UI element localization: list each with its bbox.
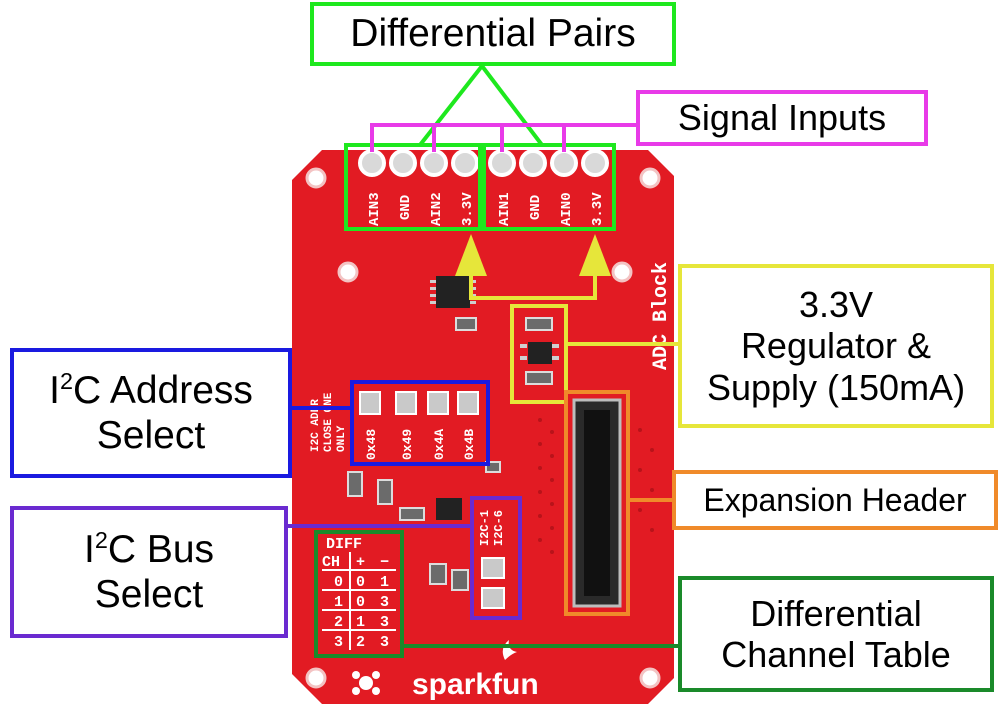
power-arrow-icon — [579, 234, 611, 276]
expansion-header-text: Expansion Header — [703, 481, 967, 518]
pcb-board: AIN3 GND AIN2 3.3V AIN1 GND AIN0 3.3V — [292, 149, 674, 704]
signal-inputs-label: Signal Inputs — [636, 90, 928, 146]
diff-table-cell: 2 — [356, 634, 365, 651]
regulator-text-line: Regulator & — [740, 325, 932, 367]
diff-table-cell: 0 — [334, 574, 343, 591]
regulator-text-line: Supply (150mA) — [706, 366, 966, 408]
regulator-label: 3.3V Regulator & Supply (150mA) — [678, 264, 994, 428]
diff-table-header: − — [380, 554, 389, 571]
diff-table-cell: 0 — [356, 594, 365, 611]
diff-table-text-line: Differential — [750, 592, 922, 634]
addr-silk-text: CLOSE ONE — [323, 392, 335, 452]
differential-pairs-label: Differential Pairs — [310, 2, 676, 66]
differential-pairs-text: Differential Pairs — [350, 11, 636, 55]
i2c-address-text-line: I2C Address — [49, 368, 253, 414]
differential-pairs-callout — [344, 64, 616, 231]
diff-table-callout — [314, 530, 678, 658]
i2c-bus-text-line: I2C Bus — [84, 527, 214, 573]
diff-table-cell: 3 — [334, 634, 343, 651]
addr-silk-text: I2C ADDR — [310, 399, 322, 452]
i2c-address-callout — [292, 380, 490, 466]
pin-label: GND — [528, 195, 544, 220]
diff-table-cell: 2 — [334, 614, 343, 631]
i2c-address-sup: 2 — [59, 367, 73, 394]
pin-label: 3.3V — [590, 192, 606, 226]
bus-jumper-label: I2C-6 — [492, 510, 506, 546]
pin-label: GND — [398, 195, 414, 220]
i2c-address-rest: C Address — [72, 368, 253, 412]
i2c-bus-prefix: I — [83, 527, 95, 571]
regulator-parts — [520, 317, 559, 385]
addr-jumper-label: 0x4A — [432, 429, 447, 460]
pin-label: AIN0 — [559, 192, 575, 226]
i2c-address-label: I2C Address Select — [10, 348, 292, 478]
signal-inputs-text: Signal Inputs — [677, 97, 887, 139]
diff-table-label: Differential Channel Table — [678, 576, 994, 692]
i2c-bus-sup: 2 — [94, 526, 108, 553]
brand-text: sparkfun — [412, 668, 539, 701]
expansion-header-label: Expansion Header — [672, 470, 998, 530]
diff-table-cell: 3 — [380, 614, 389, 631]
regulator-text-line: 3.3V — [798, 283, 874, 325]
diff-table-cell: 1 — [334, 594, 343, 611]
pin-label: AIN3 — [367, 192, 383, 226]
regulator-callout — [469, 270, 678, 404]
addr-silk-text: ONLY — [336, 425, 348, 452]
pin-label: 3.3V — [460, 192, 476, 226]
i2c-address-prefix: I — [49, 368, 60, 412]
addr-jumper-label: 0x49 — [400, 429, 415, 460]
i2c-bus-text-line: Select — [94, 572, 204, 616]
pin-label: AIN1 — [497, 192, 513, 226]
expansion-connector — [572, 398, 622, 608]
i2c-bus-rest: C Bus — [107, 527, 215, 571]
i2c-address-text-line: Select — [96, 413, 206, 457]
diff-table-header: CH — [322, 554, 340, 571]
power-arrow-icon — [455, 234, 487, 276]
sparkfun-flame-icon — [352, 671, 380, 695]
diff-table-cell: 0 — [356, 574, 365, 591]
diff-table-cell: 1 — [356, 614, 365, 631]
diff-table-title: DIFF — [326, 536, 362, 553]
diff-table-silk: DIFF CH + − 0 0 1 1 0 3 2 1 3 3 2 3 — [322, 536, 396, 651]
diff-table-cell: 3 — [380, 594, 389, 611]
diff-table-text-line: Channel Table — [721, 634, 951, 675]
addr-jumper-label: 0x48 — [364, 429, 379, 460]
diff-table-header: + — [356, 554, 365, 571]
i2c-bus-label: I2C Bus Select — [10, 506, 288, 638]
expansion-header-callout — [564, 390, 672, 616]
bus-jumper-label: I2C-1 — [478, 510, 492, 546]
diff-table-cell: 3 — [380, 634, 389, 651]
board-title: ADC Block — [650, 262, 673, 370]
signal-inputs-callout — [370, 123, 636, 152]
diff-table-cell: 1 — [380, 574, 389, 591]
addr-jumper-label: 0x4B — [462, 429, 477, 460]
i2c-bus-callout — [288, 496, 522, 620]
pin-label: AIN2 — [429, 192, 445, 226]
